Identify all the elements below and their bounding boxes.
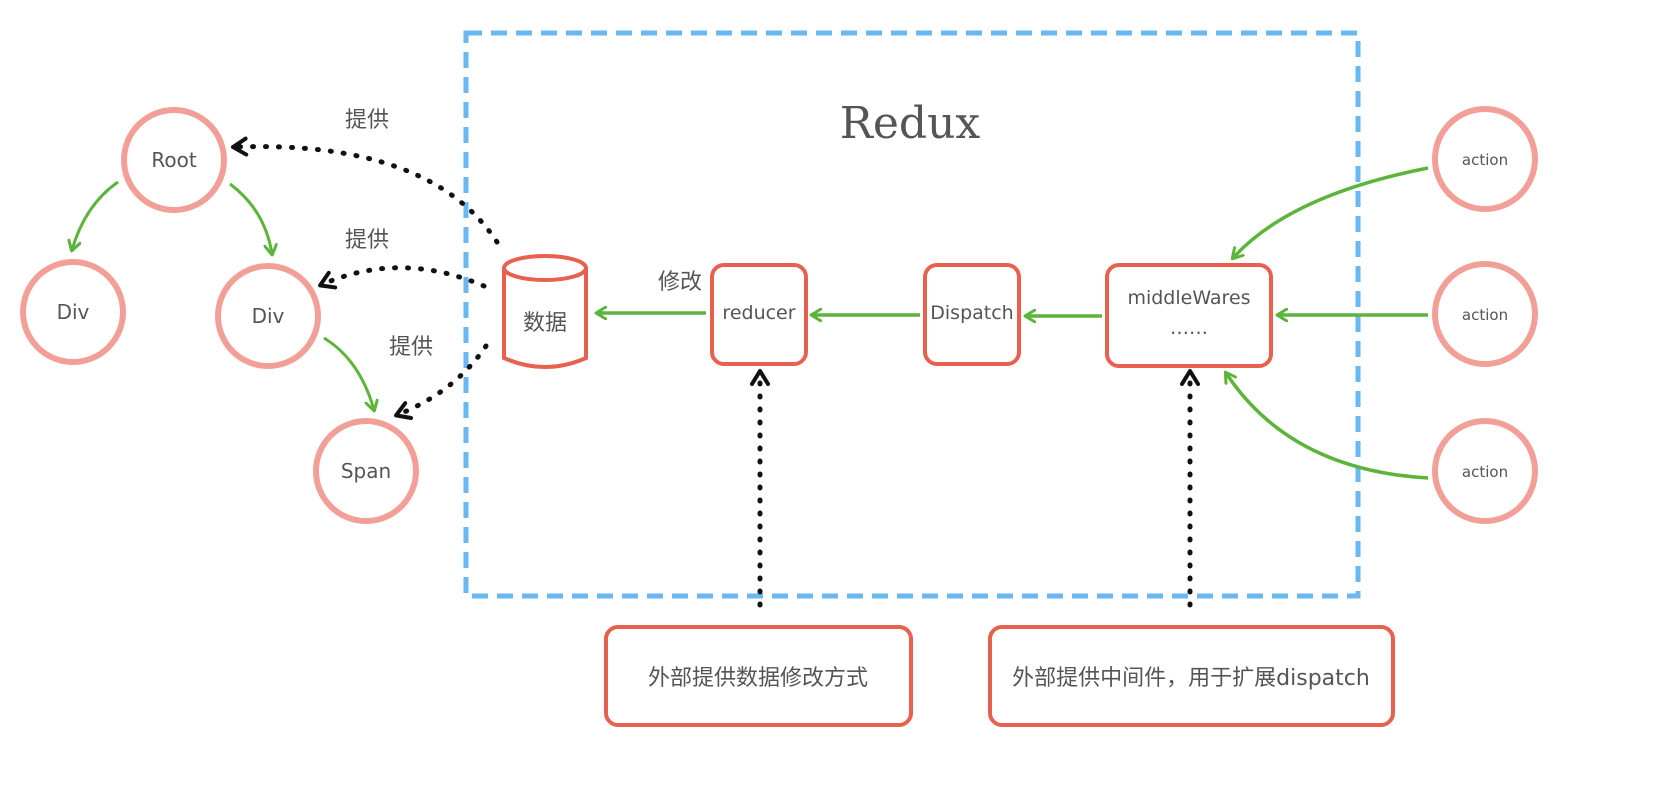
reducer-note-label: 外部提供数据修改方式 [648, 666, 868, 691]
redux-container [463, 30, 1361, 599]
tree-node-span: Span [313, 418, 419, 524]
action-node-2: action [1432, 261, 1538, 367]
middleware-note-box: 外部提供中间件，用于扩展dispatch [988, 625, 1395, 727]
middlewares-ellipsis: …… [1170, 317, 1208, 339]
provide-label-3: 提供 [389, 335, 433, 360]
reducer-label: reducer [722, 302, 795, 324]
reducer-note-box: 外部提供数据修改方式 [604, 625, 913, 727]
data-store: 数据 [502, 254, 588, 369]
dispatch-label: Dispatch [930, 302, 1013, 324]
action-node-1: action [1432, 106, 1538, 212]
arrow-action-3-to-middlewares [1226, 373, 1429, 480]
data-store-label: 数据 [523, 311, 567, 336]
tree-arrow-root-to-div-left [72, 180, 119, 250]
tree-node-span-label: Span [341, 459, 391, 483]
modify-label: 修改 [658, 270, 702, 295]
tree-node-root-label: Root [151, 148, 196, 172]
provide-label-2: 提供 [345, 228, 389, 253]
tree-arrow-root-to-div-right [229, 182, 272, 254]
middlewares-box: middleWares …… [1105, 263, 1273, 368]
dispatch-box: Dispatch [923, 263, 1021, 366]
redux-title: Redux [840, 98, 981, 149]
arrow-action-1-to-middlewares [1233, 166, 1429, 258]
middlewares-label: middleWares [1127, 287, 1250, 309]
tree-node-div-left-label: Div [57, 300, 90, 324]
provide-label-1: 提供 [345, 108, 389, 133]
provide-arrow-to-span [394, 343, 489, 421]
tree-node-root: Root [121, 107, 227, 213]
action-node-3-label: action [1462, 463, 1508, 481]
action-node-1-label: action [1462, 151, 1508, 169]
tree-node-div-right-label: Div [252, 304, 285, 328]
tree-node-div-left: Div [20, 259, 126, 365]
action-node-2-label: action [1462, 306, 1508, 324]
tree-arrow-div-right-to-span [323, 336, 374, 410]
action-node-3: action [1432, 418, 1538, 524]
reducer-box: reducer [710, 263, 808, 366]
tree-node-div-right: Div [215, 263, 321, 369]
provide-arrow-to-div [318, 265, 487, 290]
middleware-note-label: 外部提供中间件，用于扩展dispatch [1012, 666, 1370, 691]
